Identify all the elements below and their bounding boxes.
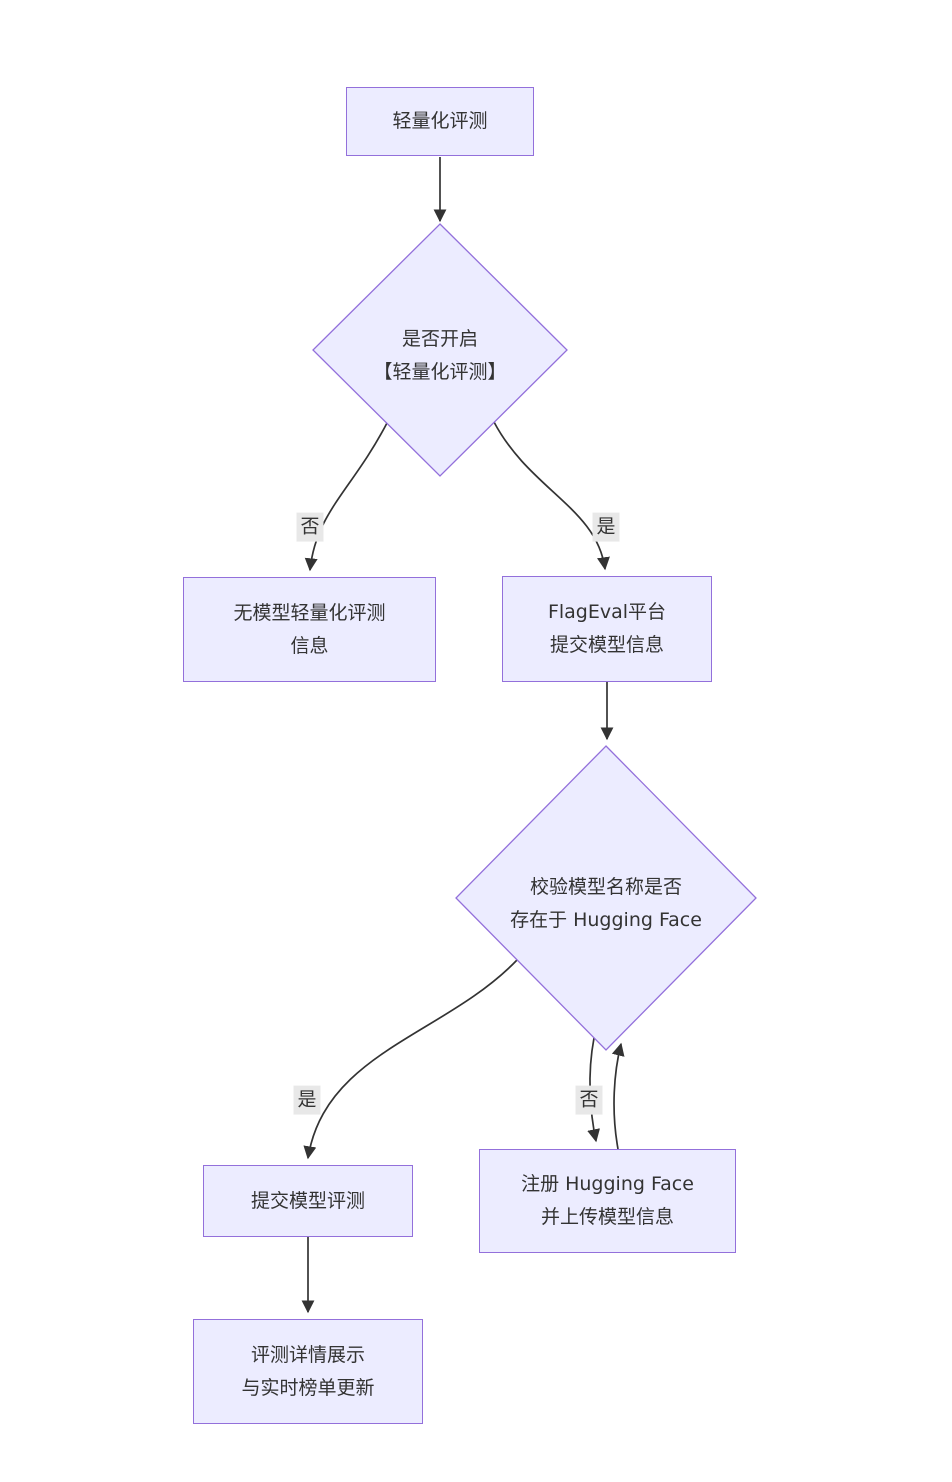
node-start: 轻量化评测 <box>346 87 534 156</box>
node-flageval-submit-label-line2: 提交模型信息 <box>549 634 664 656</box>
node-show-results: 评测详情展示 与实时榜单更新 <box>193 1319 423 1424</box>
node-no-light-info-label-line2: 信息 <box>290 634 329 657</box>
edge-decision-hf-yes <box>303 959 518 1160</box>
node-show-results-label-line1: 评测详情展示 <box>250 1343 365 1366</box>
node-register-hf-label-line1: 注册 Hugging Face <box>521 1173 694 1195</box>
node-start-label: 轻量化评测 <box>392 110 488 132</box>
node-register-hf: 注册 Hugging Face 并上传模型信息 <box>479 1149 736 1253</box>
decision-hf-shape <box>455 745 757 1051</box>
node-submit-eval-label: 提交模型评测 <box>250 1189 365 1212</box>
decision-enable-shape <box>312 223 568 477</box>
node-flageval-submit: FlagEval平台 提交模型信息 <box>502 576 712 682</box>
node-register-hf-label-line2: 并上传模型信息 <box>540 1206 674 1228</box>
edge-decision-enable-yes <box>493 421 610 571</box>
edge-decision-enable-no <box>304 422 388 572</box>
edge-label-yes-2: 是 <box>293 1085 321 1115</box>
edge-label-no-2: 否 <box>575 1085 603 1115</box>
node-submit-eval: 提交模型评测 <box>203 1165 413 1237</box>
edge-label-yes-1: 是 <box>592 512 620 542</box>
node-no-light-info-label-line1: 无模型轻量化评测 <box>233 601 386 624</box>
node-flageval-submit-label-line1: FlagEval平台 <box>547 601 667 623</box>
node-show-results-label-line2: 与实时榜单更新 <box>241 1376 375 1399</box>
node-no-light-info: 无模型轻量化评测 信息 <box>183 577 436 682</box>
edge-label-no-1: 否 <box>296 512 324 542</box>
edge-register-hf-return <box>611 1042 625 1150</box>
